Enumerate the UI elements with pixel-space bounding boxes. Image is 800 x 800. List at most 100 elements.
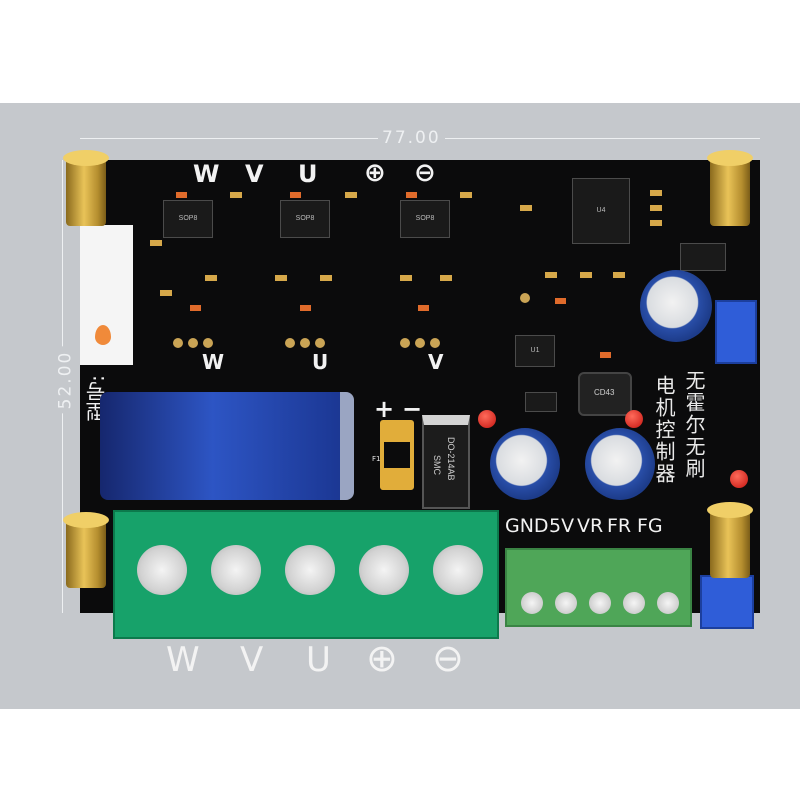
- signal-pin: [657, 592, 679, 614]
- standoff-cap: [63, 150, 109, 166]
- pad: [173, 338, 183, 348]
- pad: [315, 338, 325, 348]
- speed-potentiometer: [715, 300, 757, 364]
- standoff-cap: [707, 150, 753, 166]
- smd-resistor: [520, 205, 532, 211]
- silk-v-mid: V: [428, 350, 444, 374]
- electrolytic-cap-3: [640, 270, 712, 342]
- driver-chip-1: SOP8: [163, 200, 213, 238]
- tvs-diode: SMC DO-214AB: [422, 415, 470, 509]
- pad: [285, 338, 295, 348]
- smd-capacitor: [406, 192, 417, 198]
- screw-terminal-v[interactable]: [211, 545, 261, 595]
- signal-pin: [623, 592, 645, 614]
- electrolytic-cap-1: [490, 428, 560, 500]
- pad: [203, 338, 213, 348]
- smd-capacitor: [176, 192, 187, 198]
- smd-resistor: [650, 205, 662, 211]
- terminal-label-u: U: [306, 640, 331, 680]
- smd-resistor: [580, 272, 592, 278]
- smd-resistor: [205, 275, 217, 281]
- bulk-capacitor: [100, 392, 350, 500]
- smd-capacitor: [190, 305, 201, 311]
- electrolytic-cap-2: [585, 428, 655, 500]
- silk-plus-mid: +: [374, 395, 395, 423]
- silk-w-top: W: [193, 160, 220, 188]
- fuse: [380, 420, 414, 490]
- inductor: CD43: [578, 372, 632, 416]
- silk-u-top: U: [298, 160, 318, 188]
- smd-capacitor: [418, 305, 429, 311]
- fuse-label: F1: [372, 455, 381, 463]
- trim-potentiometer: [700, 575, 754, 629]
- height-dimension-label: 52.00: [55, 346, 76, 414]
- standoff-bottom-left: [66, 520, 106, 588]
- standoff-cap: [63, 512, 109, 528]
- product-title-line1: 无霍尔无刷: [682, 370, 706, 480]
- smd-capacitor: [600, 352, 611, 358]
- signal-pin: [521, 592, 543, 614]
- product-title-line2: 电机控制器: [652, 375, 676, 485]
- smd-resistor: [320, 275, 332, 281]
- smd-resistor: [275, 275, 287, 281]
- screw-terminal-u[interactable]: [285, 545, 335, 595]
- silk-minus-mid: −: [402, 395, 423, 423]
- small-ic-u1: U1: [515, 335, 555, 367]
- red-led-3: [730, 470, 748, 488]
- standoff-top-right: [710, 158, 750, 226]
- silk-minus-top: ⊖: [414, 158, 436, 188]
- smd-resistor: [650, 220, 662, 226]
- pad: [415, 338, 425, 348]
- bulk-capacitor-end: [340, 392, 354, 500]
- flame-icon: [95, 325, 111, 345]
- pad: [430, 338, 440, 348]
- standoff-top-left: [66, 158, 106, 226]
- driver-chip-2: SOP8: [280, 200, 330, 238]
- smd-resistor: [650, 190, 662, 196]
- smd-resistor: [150, 240, 162, 246]
- pad: [300, 338, 310, 348]
- smd-capacitor: [290, 192, 301, 198]
- pad: [520, 293, 530, 303]
- regulator-chip: [680, 243, 726, 271]
- smd-resistor: [230, 192, 242, 198]
- silk-plus-top: ⊕: [364, 158, 386, 188]
- terminal-label-plus: ⊕: [366, 636, 398, 680]
- connector-label-fg: FG: [637, 515, 663, 537]
- screw-terminal-minus[interactable]: [433, 545, 483, 595]
- connector-label-gnd: GND: [505, 515, 549, 537]
- silk-w-mid: W: [202, 350, 225, 374]
- width-dimension-label: 77.00: [378, 128, 445, 148]
- smd-resistor: [345, 192, 357, 198]
- terminal-label-minus: ⊖: [432, 636, 464, 680]
- smd-capacitor: [300, 305, 311, 311]
- smd-resistor: [613, 272, 625, 278]
- connector-label-fr: FR: [607, 515, 632, 537]
- red-led-1: [478, 410, 496, 428]
- connector-label-5v: 5V: [549, 515, 575, 537]
- connector-label-vr: VR: [577, 515, 604, 537]
- small-ic-u2: [525, 392, 557, 412]
- standoff-bottom-right: [710, 510, 750, 578]
- silk-v-top: V: [245, 160, 264, 188]
- smd-resistor: [440, 275, 452, 281]
- main-mcu-chip: U4: [572, 178, 630, 244]
- signal-terminal-block[interactable]: [505, 548, 692, 627]
- screw-terminal-w[interactable]: [137, 545, 187, 595]
- signal-pin: [589, 592, 611, 614]
- smd-resistor: [460, 192, 472, 198]
- smd-capacitor: [555, 298, 566, 304]
- pad: [400, 338, 410, 348]
- driver-chip-3: SOP8: [400, 200, 450, 238]
- smd-resistor: [545, 272, 557, 278]
- screw-terminal-plus[interactable]: [359, 545, 409, 595]
- terminal-label-v: V: [240, 640, 264, 680]
- red-led-2: [625, 410, 643, 428]
- terminal-label-w: W: [166, 640, 200, 680]
- smd-resistor: [160, 290, 172, 296]
- signal-pin: [555, 592, 577, 614]
- pad: [188, 338, 198, 348]
- standoff-cap: [707, 502, 753, 518]
- smd-resistor: [400, 275, 412, 281]
- silk-u-mid: U: [312, 350, 329, 374]
